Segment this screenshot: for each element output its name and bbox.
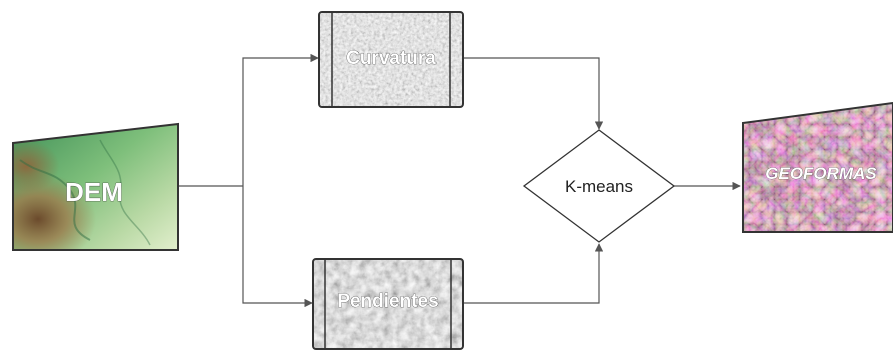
geoformas-frame [742, 101, 893, 233]
curvatura-frame [318, 11, 464, 108]
pendientes-frame [312, 258, 464, 350]
kmeans-label: K-means [565, 177, 633, 196]
geoformas-image [743, 103, 893, 232]
geoformas-node: GEOFORMAS [742, 101, 893, 233]
pendientes-label: Pendientes [337, 291, 438, 312]
edge-to-curvatura [242, 53, 319, 186]
dem-node: DEM [12, 122, 179, 251]
pendientes-image [313, 259, 463, 349]
edge-curvatura-kmeans [463, 57, 604, 130]
edge-pendientes-kmeans [463, 243, 604, 304]
dem-label: DEM [65, 177, 123, 207]
edge-to-pendientes [242, 186, 313, 308]
dem-frame [12, 122, 179, 251]
curvatura-image [319, 12, 463, 107]
dem-image [13, 124, 178, 250]
curvatura-node: Curvatura [318, 11, 464, 108]
curvatura-label: Curvatura [346, 48, 436, 69]
geoformas-label: GEOFORMAS [765, 164, 877, 183]
pendientes-node: Pendientes [312, 258, 464, 350]
kmeans-node: K-means [522, 129, 676, 243]
kmeans-diamond [522, 129, 676, 243]
